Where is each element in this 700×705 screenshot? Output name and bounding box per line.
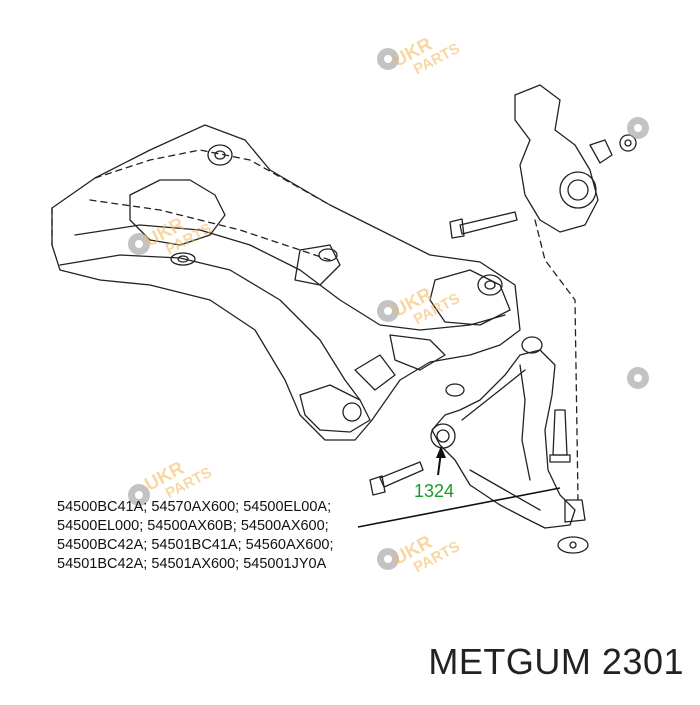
gear-icon <box>627 367 649 389</box>
part-number-line: 54500EL000; 54500AX60B; 54500AX600; <box>57 518 329 534</box>
part-number-line: 54501BC42A; 54501AX600; 545001JY0A <box>57 556 327 572</box>
subframe <box>51 124 521 441</box>
part-number-line: 54500BC42A; 54501BC41A; 54560AX600; <box>57 537 334 553</box>
steering-knuckle <box>514 84 599 233</box>
part-number-list: 54500BC41A; 54570AX600; 54500EL00A; 5450… <box>57 498 334 574</box>
bolt-knuckle <box>459 211 518 235</box>
gear-icon <box>627 117 649 139</box>
bolt-arm <box>379 461 424 488</box>
brand-title: METGUM 2301 <box>428 641 684 682</box>
gear-icon <box>377 300 399 322</box>
gear-icon <box>128 233 150 255</box>
leader-line <box>357 487 561 528</box>
callout-label: 1324 <box>414 481 455 501</box>
gear-icon <box>377 548 399 570</box>
part-number-line: 54500BC41A; 54570AX600; 54500EL00A; <box>57 499 332 515</box>
gear-icon <box>377 48 399 70</box>
gear-icon <box>128 484 150 506</box>
lower-control-arm <box>431 349 576 529</box>
